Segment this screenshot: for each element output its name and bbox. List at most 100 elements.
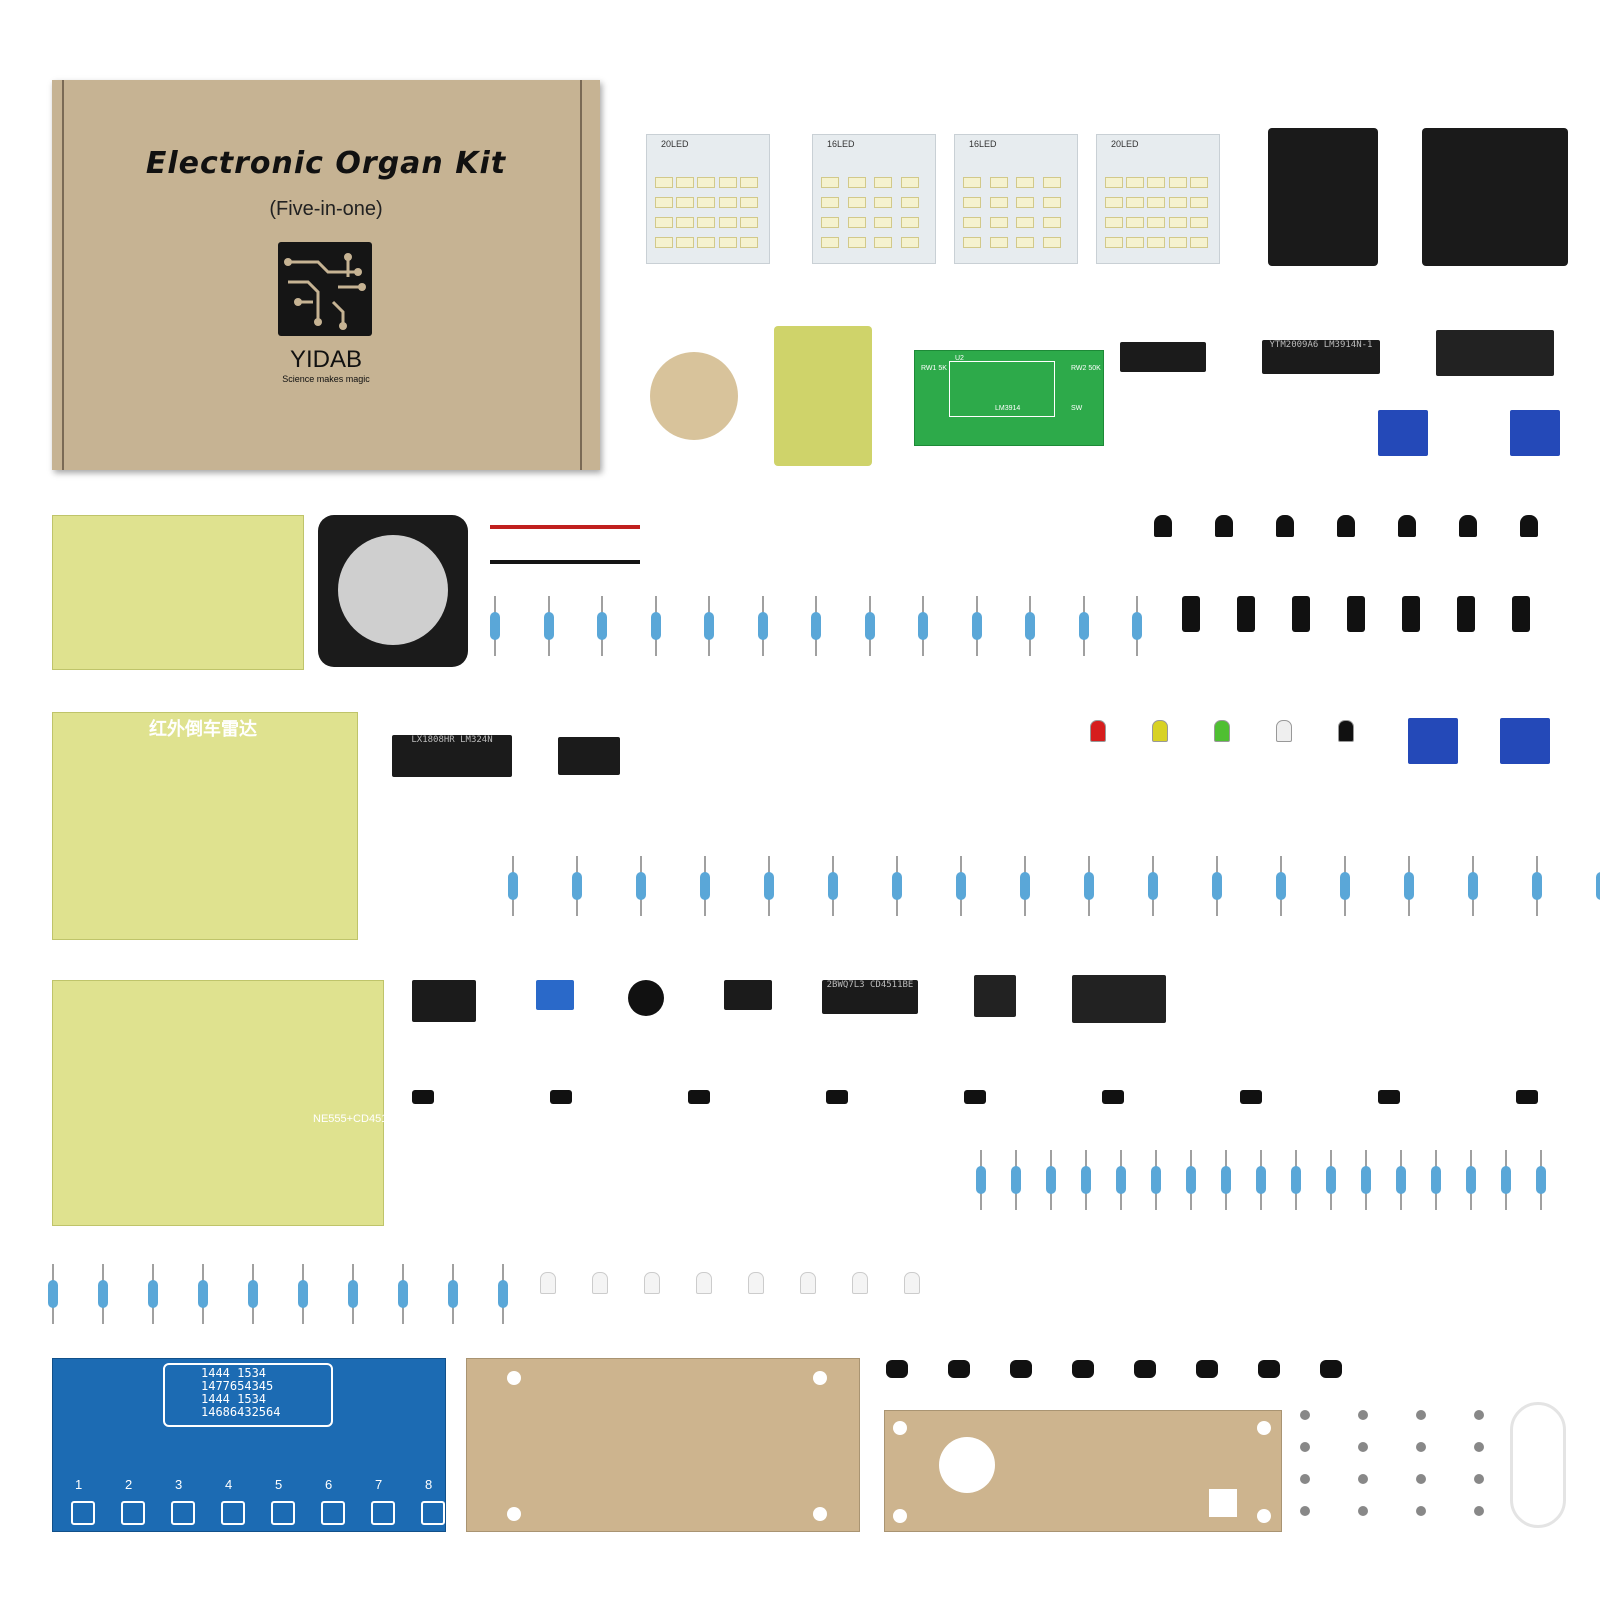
resistor bbox=[1081, 1166, 1091, 1194]
resistor bbox=[704, 612, 714, 640]
brand-tagline: Science makes magic bbox=[282, 374, 370, 384]
ne555-pcb-label: NE555+CD4511 bbox=[313, 1113, 393, 1125]
key-cap bbox=[1072, 1360, 1094, 1378]
led-board: 16LED bbox=[954, 134, 1078, 264]
resistor bbox=[892, 872, 902, 900]
box-title: Electronic Organ Kit bbox=[145, 146, 507, 181]
resistor bbox=[1431, 1166, 1441, 1194]
resistor bbox=[490, 612, 500, 640]
led-board-label: 20LED bbox=[661, 139, 689, 149]
resistor bbox=[543, 612, 554, 640]
resistor bbox=[1536, 1166, 1546, 1194]
resistor bbox=[971, 612, 982, 640]
trimmer-potentiometer bbox=[1408, 718, 1458, 764]
resistor bbox=[1046, 1166, 1056, 1194]
battery-holder bbox=[1268, 128, 1378, 266]
key-number: 4 bbox=[225, 1477, 233, 1492]
white-led bbox=[748, 1272, 764, 1294]
resistor bbox=[98, 1280, 108, 1308]
led bbox=[1276, 720, 1292, 742]
white-led bbox=[852, 1272, 868, 1294]
transistor bbox=[1276, 515, 1294, 537]
led-board-label: 16LED bbox=[827, 139, 855, 149]
led-bar-graph bbox=[1120, 342, 1206, 372]
resistor bbox=[1466, 1166, 1476, 1194]
tactile-button bbox=[1102, 1090, 1124, 1104]
key-cap bbox=[886, 1360, 908, 1378]
note-line: 1444 1534 bbox=[201, 1392, 267, 1406]
resistor bbox=[1501, 1166, 1511, 1194]
key-number: 2 bbox=[125, 1477, 133, 1492]
resistor bbox=[398, 1280, 408, 1308]
tactile-button bbox=[1516, 1090, 1538, 1104]
white-led bbox=[696, 1272, 712, 1294]
screw bbox=[1416, 1442, 1426, 1452]
screw bbox=[1416, 1506, 1426, 1516]
tactile-button bbox=[964, 1090, 986, 1104]
led-board-label: 16LED bbox=[969, 139, 997, 149]
resistor bbox=[498, 1280, 508, 1308]
resistor bbox=[1212, 872, 1222, 900]
electrolytic-capacitor bbox=[1347, 596, 1365, 632]
note-line: 1477654345 bbox=[201, 1379, 274, 1393]
acrylic-top-plate bbox=[884, 1410, 1282, 1532]
transistor bbox=[1398, 515, 1416, 537]
pcb-label: SW bbox=[1071, 405, 1083, 412]
lm3914-chip: YTM2009A6 LM3914N-1 bbox=[1262, 340, 1380, 374]
round-sponge bbox=[650, 352, 738, 440]
screw bbox=[1300, 1474, 1310, 1484]
resistor bbox=[1326, 1166, 1336, 1194]
white-led bbox=[540, 1272, 556, 1294]
tactile-button bbox=[688, 1090, 710, 1104]
key-switch-pad bbox=[371, 1501, 395, 1525]
red-wire bbox=[490, 525, 640, 529]
key-switch-pad bbox=[171, 1501, 195, 1525]
resistor bbox=[1132, 612, 1142, 640]
electrolytic-capacitor bbox=[1457, 596, 1475, 632]
ic-socket-large bbox=[1072, 975, 1166, 1023]
resistor bbox=[1468, 872, 1478, 900]
led-board: 16LED bbox=[812, 134, 936, 264]
key-number: 6 bbox=[325, 1477, 333, 1492]
radar-pcb-title: 红外倒车雷达 bbox=[149, 719, 257, 739]
led-board: 20LED bbox=[646, 134, 770, 264]
electrolytic-capacitor bbox=[1512, 596, 1530, 632]
white-led bbox=[644, 1272, 660, 1294]
resistor bbox=[48, 1280, 58, 1308]
resistor bbox=[700, 872, 710, 900]
transistor bbox=[1215, 515, 1233, 537]
screw bbox=[1358, 1442, 1368, 1452]
electrolytic-capacitor bbox=[1237, 596, 1255, 632]
resistor bbox=[248, 1280, 258, 1308]
electrolytic-capacitor bbox=[1182, 596, 1200, 632]
led bbox=[1090, 720, 1106, 742]
battery-holder bbox=[1422, 128, 1568, 266]
ne555-pcb: NE555+CD4511 bbox=[52, 980, 393, 1226]
electrolytic-capacitor bbox=[1402, 596, 1420, 632]
resistor bbox=[1011, 1166, 1021, 1194]
note-line: 1444 1534 bbox=[201, 1366, 267, 1380]
resistor bbox=[1221, 1166, 1231, 1194]
resistor bbox=[348, 1280, 358, 1308]
resistor bbox=[956, 872, 966, 900]
tactile-button bbox=[1378, 1090, 1400, 1104]
resistor bbox=[298, 1280, 308, 1308]
resistor bbox=[811, 612, 821, 640]
resistor bbox=[650, 612, 661, 640]
small-ic bbox=[724, 980, 772, 1010]
transistor bbox=[1337, 515, 1355, 537]
key-number: 1 bbox=[75, 1477, 83, 1492]
resistor bbox=[508, 872, 518, 900]
key-cap bbox=[1010, 1360, 1032, 1378]
screw bbox=[1300, 1506, 1310, 1516]
white-led bbox=[904, 1272, 920, 1294]
screw bbox=[1474, 1410, 1484, 1420]
screw bbox=[1474, 1474, 1484, 1484]
transistor bbox=[1154, 515, 1172, 537]
pcb-label: RW1 5K bbox=[921, 365, 947, 372]
key-cap bbox=[1320, 1360, 1342, 1378]
key-cap bbox=[1134, 1360, 1156, 1378]
trimmer-potentiometer bbox=[1500, 718, 1550, 764]
